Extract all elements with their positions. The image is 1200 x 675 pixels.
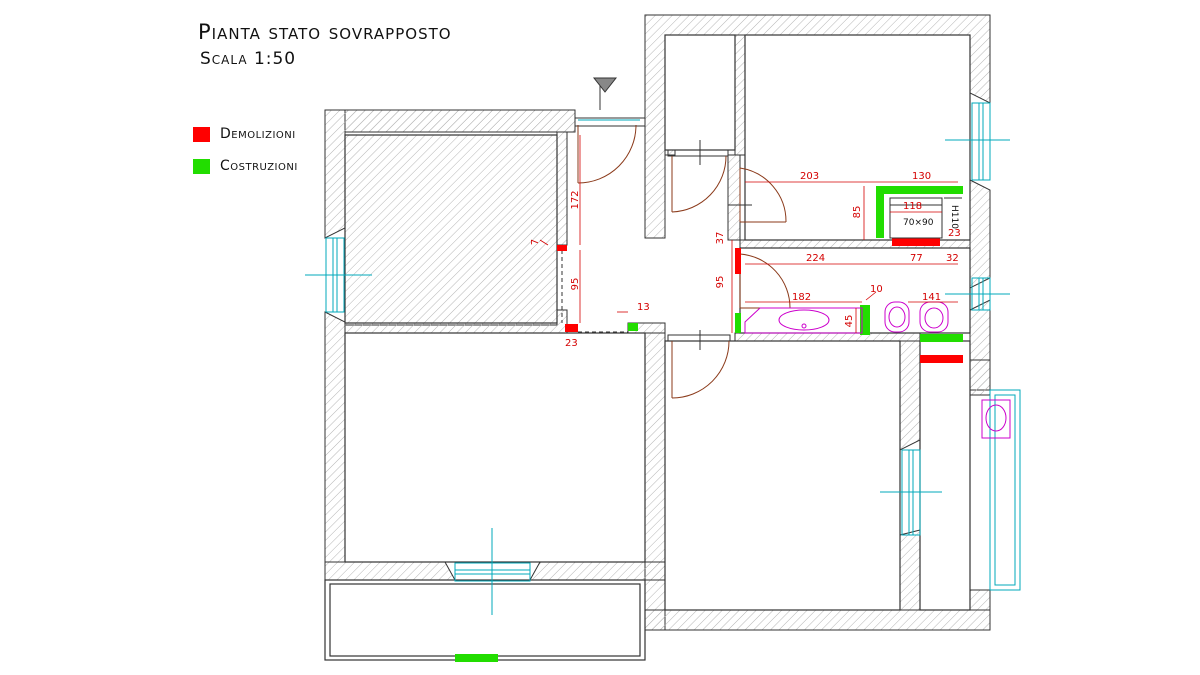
doors — [574, 77, 791, 399]
dim-70x90: 70×90 — [903, 218, 934, 228]
constructions — [455, 186, 963, 662]
construction-mark-6 — [860, 305, 870, 335]
windows — [305, 102, 1021, 615]
wall-left-upper-outer-2 — [324, 311, 346, 563]
door-entrance — [574, 77, 646, 184]
dim-23-right: 23 — [948, 228, 961, 239]
dim-23-left: 23 — [565, 338, 578, 349]
wall-corridor-right — [727, 154, 741, 241]
wall-living-bottom-right — [529, 561, 666, 581]
dim-182: 182 — [792, 292, 811, 303]
dim-85: 85 — [852, 206, 863, 219]
construction-mark-7 — [920, 334, 963, 342]
window-far-right — [989, 389, 1021, 591]
dimension-lines — [539, 135, 958, 333]
wall-living-bottom-left — [324, 561, 456, 581]
room-right-bedroom — [664, 340, 901, 611]
construction-mark-4 — [876, 186, 963, 194]
wall-far-right-bottom — [969, 589, 991, 611]
dim-77: 77 — [910, 253, 923, 264]
legend-label-constructions: Costruzioni — [220, 158, 298, 174]
vanity-sink — [744, 307, 863, 334]
legend-swatch-demolitions — [193, 126, 210, 142]
legend-item-demolitions: Demolizioni — [193, 124, 298, 144]
window-top-right — [945, 102, 1010, 181]
dim-13: 13 — [637, 302, 650, 313]
dimension-labels: 172 95 7 23 13 203 130 118 70×90 H110 85… — [530, 171, 961, 349]
window-right-bedroom — [880, 449, 942, 536]
door-right-bedroom — [667, 330, 731, 399]
legend-item-constructions: Costruzioni — [193, 156, 298, 176]
dim-172: 172 — [570, 190, 581, 209]
construction-mark-5 — [942, 186, 963, 194]
window-left — [305, 237, 372, 313]
dim-224: 224 — [806, 253, 825, 264]
dim-10: 10 — [870, 284, 883, 295]
room-living — [344, 332, 646, 563]
wall-left-bedroom-right — [556, 131, 568, 246]
shower — [889, 197, 962, 239]
bidet — [884, 301, 910, 333]
room-right-strip — [919, 340, 971, 611]
wall-left-block — [325, 109, 576, 326]
dim-130: 130 — [912, 171, 931, 182]
room-top-right — [744, 34, 971, 241]
demolition-mark-1 — [557, 245, 567, 251]
wall-closet-partition — [734, 34, 746, 156]
door-bath — [739, 253, 791, 309]
demolition-mark-5 — [920, 355, 963, 363]
drawing-scale: Scala 1:50 — [200, 49, 297, 69]
door-closet — [667, 140, 729, 213]
demolition-mark-4 — [892, 238, 940, 246]
dim-37: 37 — [715, 232, 726, 245]
construction-mark-2 — [735, 313, 741, 333]
wall-living-right — [644, 332, 666, 631]
wall-left-upper-outer — [324, 109, 576, 239]
balcony-inner — [329, 583, 641, 657]
dim-H110: H110 — [949, 205, 959, 229]
toilet — [919, 301, 949, 333]
window-bath — [945, 277, 1010, 311]
dim-32: 32 — [946, 253, 959, 264]
legend-label-demolitions: Demolizioni — [220, 126, 296, 142]
room-left-bedroom — [344, 134, 558, 324]
wall-closet-bottom — [664, 149, 676, 156]
wall-top-right-side — [969, 179, 991, 289]
wall-right-bedroom-right — [899, 340, 921, 451]
room-bath — [739, 247, 971, 334]
construction-mark-1 — [628, 323, 638, 331]
demolitions — [557, 238, 963, 363]
wall-bottom-right — [644, 609, 991, 631]
window-living-bottom — [454, 528, 531, 615]
demolition-mark-3 — [735, 248, 741, 274]
wall-right-bedroom-right-2 — [899, 529, 921, 611]
construction-mark-8 — [455, 654, 498, 662]
dim-7: 7 — [530, 239, 541, 245]
wall-far-right — [969, 359, 991, 396]
demolished-openings — [561, 250, 628, 333]
washbasin-far-right — [981, 399, 1011, 439]
legend-swatch-constructions — [193, 158, 210, 174]
construction-mark-3 — [876, 186, 884, 238]
dim-118: 118 — [903, 201, 922, 212]
demolition-mark-2 — [565, 324, 578, 332]
dim-95-right: 95 — [715, 276, 726, 289]
balcony — [324, 579, 646, 661]
door-top-right-room — [728, 167, 787, 223]
legend: Demolizioni Costruzioni — [193, 124, 298, 188]
dim-203: 203 — [800, 171, 819, 182]
room-closet — [664, 34, 736, 151]
drawing-title: Pianta stato sovrapposto — [198, 20, 452, 44]
wall-bath-bottom — [734, 332, 921, 342]
dim-45: 45 — [844, 315, 855, 328]
dim-141: 141 — [922, 292, 941, 303]
dim-95-left: 95 — [570, 278, 581, 291]
